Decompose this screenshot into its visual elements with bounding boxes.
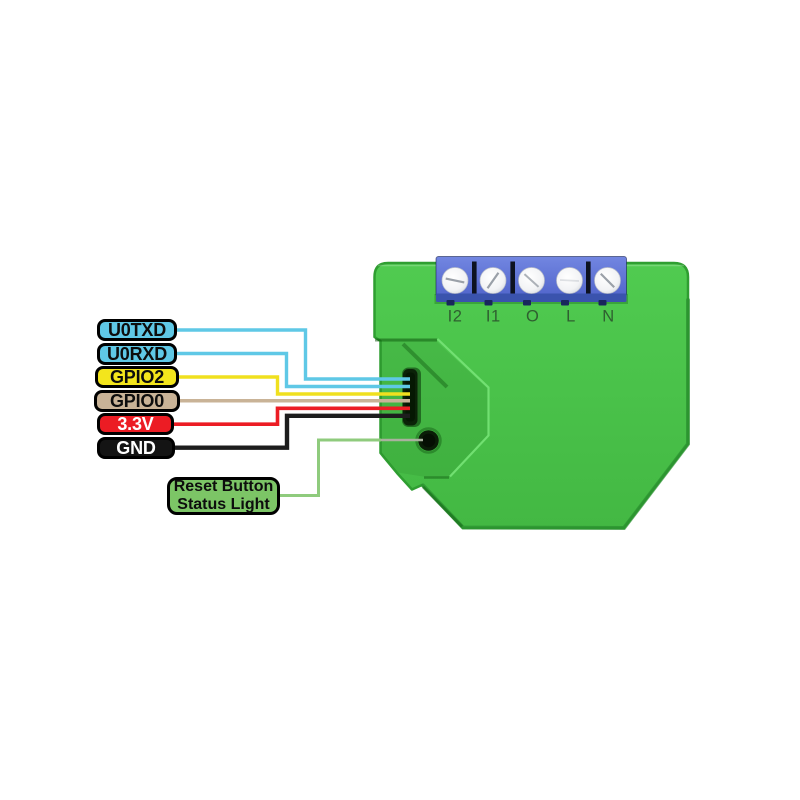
pin-label-text: GND — [116, 437, 156, 458]
pin-label-text: GPIO0 — [109, 390, 165, 411]
terminal-label-o: O — [526, 308, 539, 326]
terminal-screw — [441, 267, 469, 294]
pin-label-gpio2: GPIO2 — [95, 366, 179, 388]
pin-label-u0rxd: U0RXD — [97, 342, 177, 365]
reset-label-line1: Reset Button — [173, 478, 274, 496]
plateau-highlight-edge — [436, 338, 490, 478]
terminal-screw — [594, 267, 621, 294]
terminal-block — [434, 256, 628, 306]
wire-u0txd — [150, 328, 410, 381]
chamfer-shadow — [421, 485, 464, 528]
pin-label-gpio0: GPIO0 — [94, 389, 180, 412]
pin-label-text: U0RXD — [106, 343, 167, 364]
terminal-label-i1: I1 — [486, 308, 501, 326]
wire-gpio2 — [150, 375, 410, 396]
terminal-block-bottom-strip — [436, 293, 627, 302]
terminal-screw — [518, 267, 545, 294]
terminal-wire-holes — [446, 300, 607, 306]
terminal-screw — [479, 267, 507, 294]
reset-status-label: Reset Button Status Light — [167, 476, 280, 515]
terminal-label-l: L — [566, 308, 576, 326]
wire-reset — [260, 438, 381, 497]
terminal-label-i2: I2 — [448, 308, 463, 326]
reset-button-hole — [415, 427, 442, 454]
terminal-screw — [556, 267, 583, 294]
pin-label-text: GPIO2 — [109, 367, 165, 387]
wire-3v3 — [150, 406, 410, 426]
terminal-label-n: N — [602, 308, 614, 326]
pin-header-slot — [402, 367, 421, 427]
reset-label-line2: Status Light — [177, 495, 270, 513]
wire-u0rxd — [150, 351, 410, 389]
device-body — [373, 261, 690, 530]
terminal-dividers — [472, 261, 591, 294]
pin-label-u0txd: U0TXD — [97, 319, 177, 341]
recess-inner-shadow — [401, 342, 449, 389]
terminal-screws — [441, 267, 621, 294]
device-body-rim — [421, 298, 690, 531]
pin-label-3v3: 3.3V — [97, 413, 174, 435]
pin-label-text: U0TXD — [107, 320, 166, 340]
wire-gnd — [150, 413, 410, 450]
pin-label-gnd: GND — [97, 436, 175, 459]
pin-label-text: 3.3V — [117, 414, 154, 434]
